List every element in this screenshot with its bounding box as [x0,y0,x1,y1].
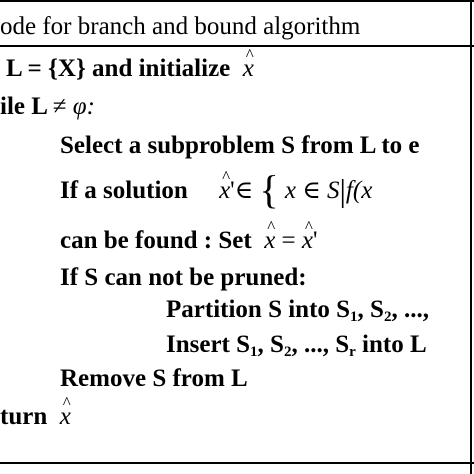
algorithm-title: ode for branch and bound algorithm [0,13,361,40]
right-border [470,0,472,474]
line-return: turn x [0,388,71,432]
x-hat: x [60,388,71,432]
line-remove: Remove S from L [60,365,248,392]
header-divider [0,45,474,47]
x-hat: x [243,40,254,84]
x-hat: x [264,212,275,256]
bottom-border [0,462,474,464]
line-initialize: L = {X} and initialize x [6,40,254,84]
line-if-not-pruned: If S can not be pruned: [60,264,307,291]
line-if-solution: If a solution x'∈ { x ∈ S|f(x [60,162,372,210]
x-hat: x [219,162,230,206]
top-border [0,0,474,2]
line-while: ile L ≠ φ: [0,93,95,120]
line-insert: Insert S1, S2, ..., Sr into L [166,331,427,360]
line-partition: Partition S into S1, S2, ..., [166,296,429,325]
line-select-subproblem: Select a subproblem S from L to e [60,132,420,159]
line-set-solution: can be found : Set x = x' [60,212,318,256]
x-hat: x [302,212,313,256]
